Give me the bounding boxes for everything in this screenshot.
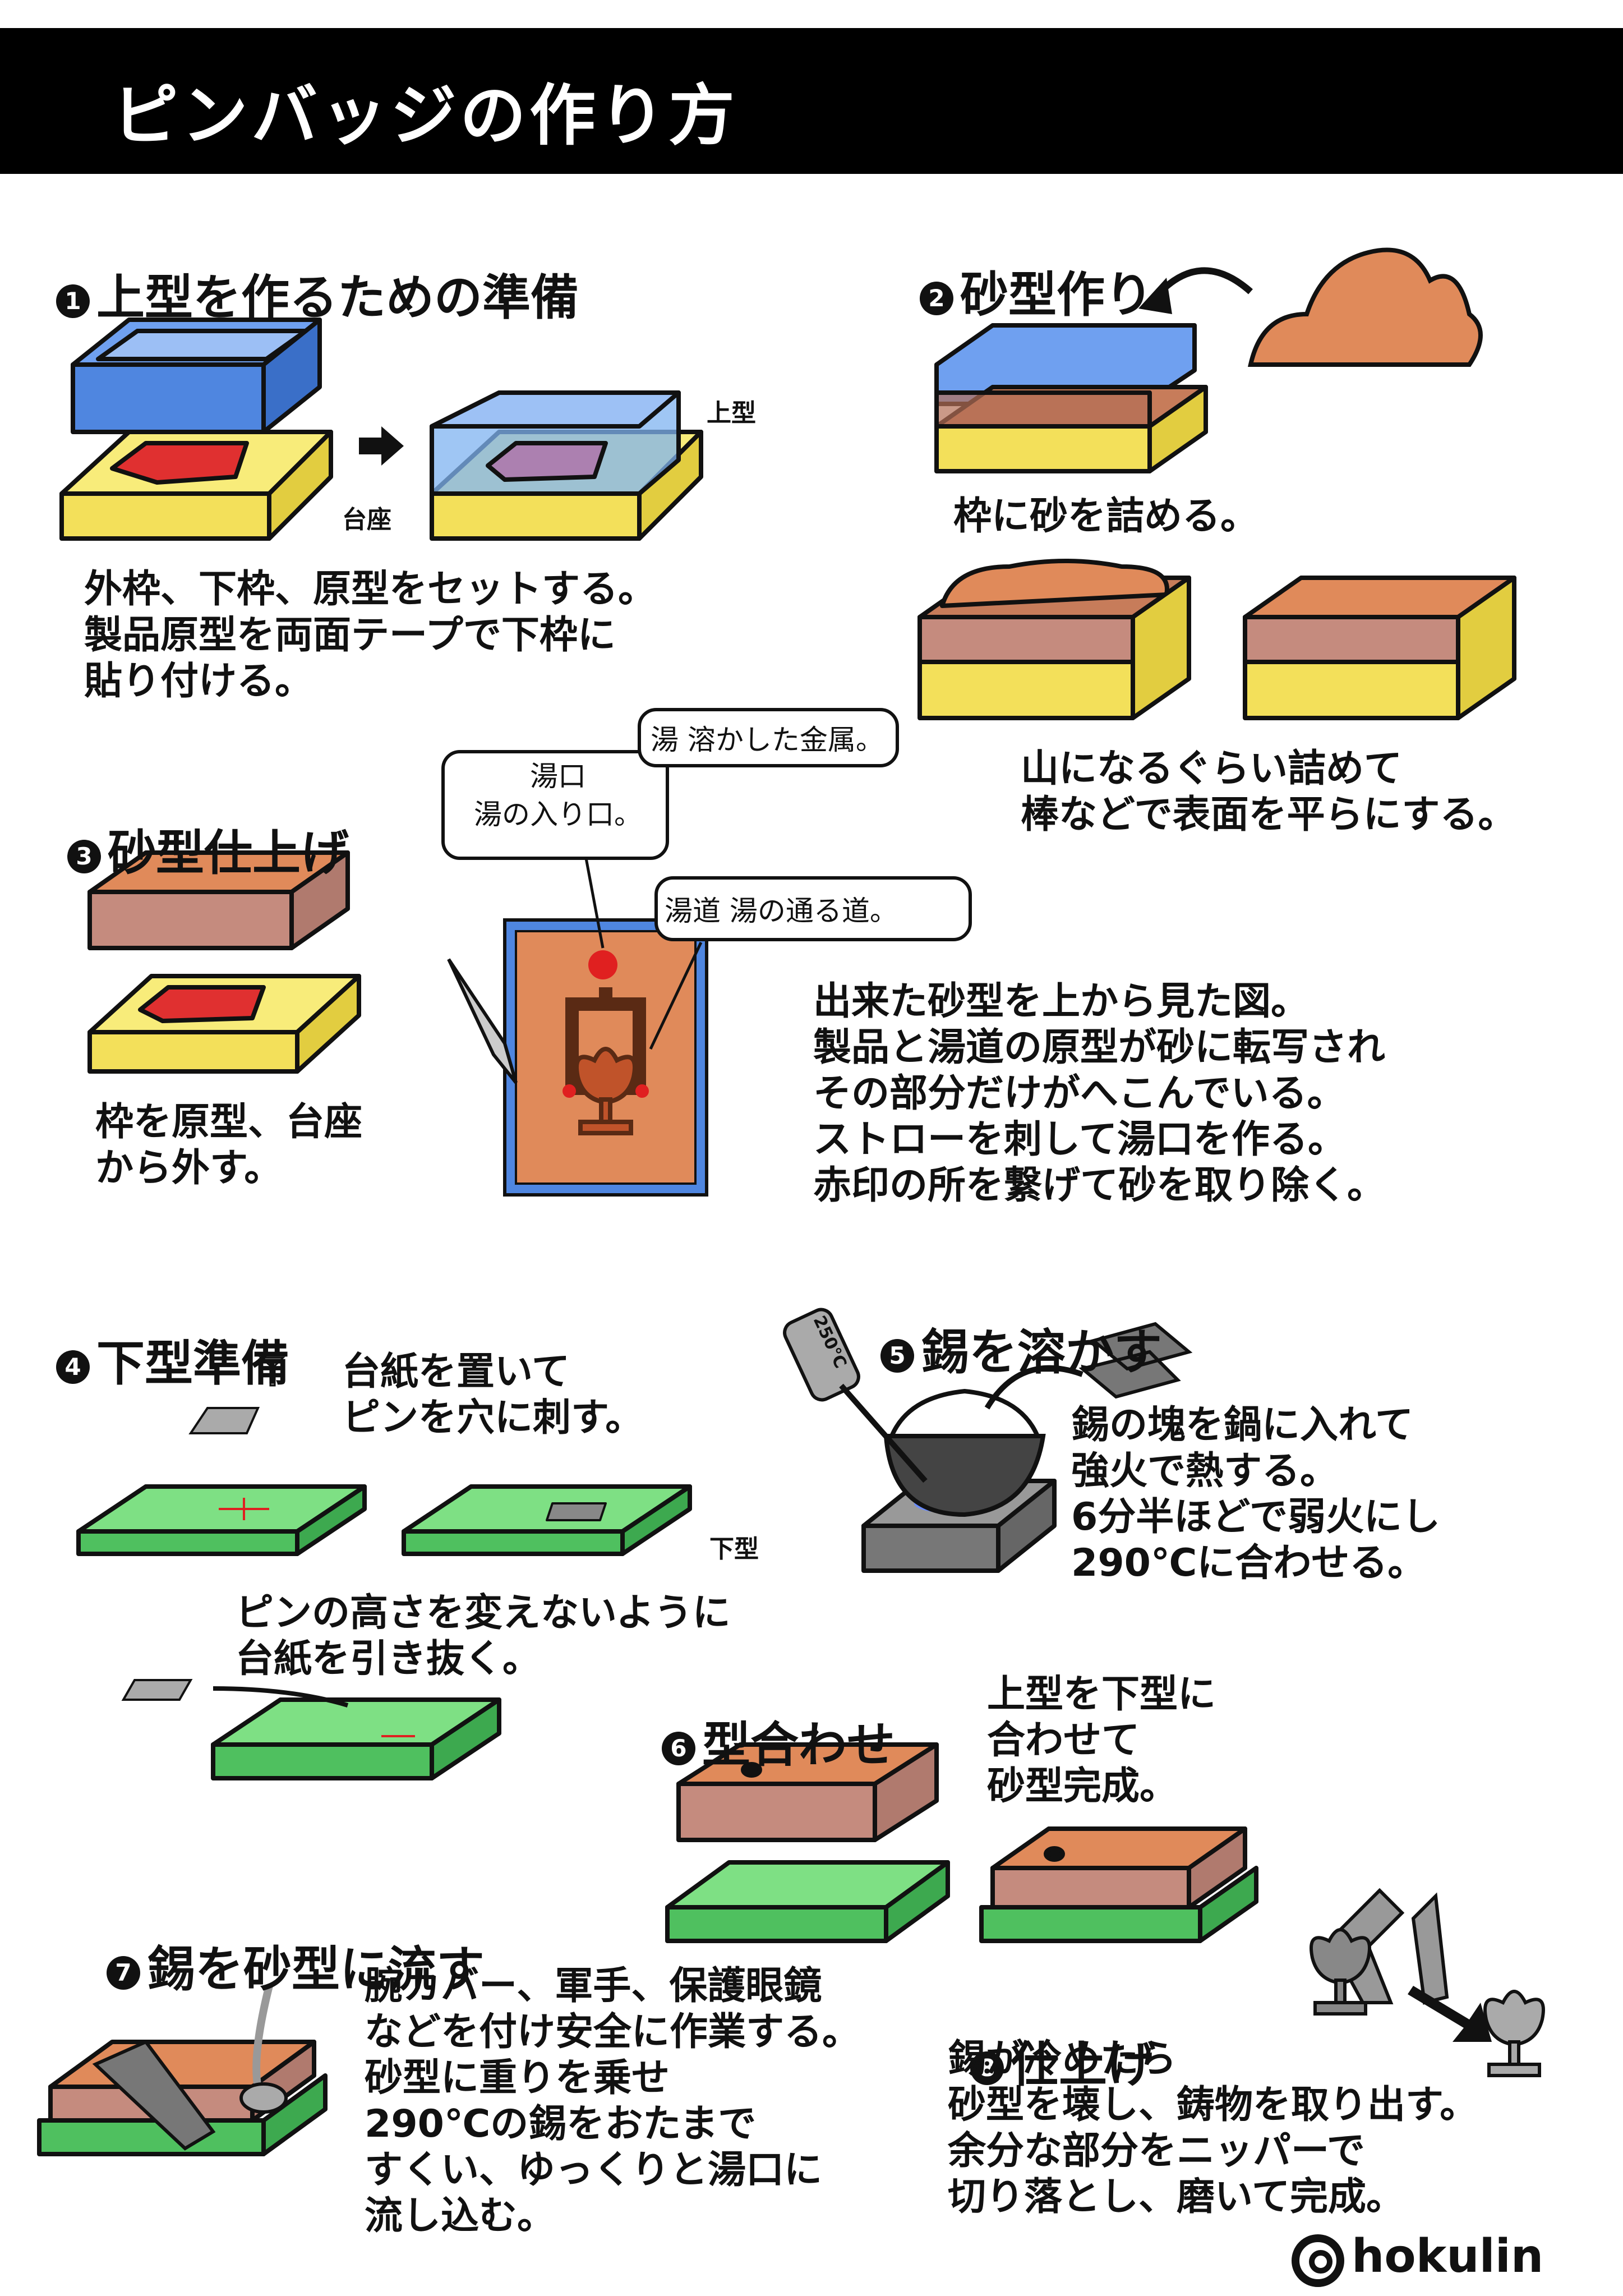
logo-text: hokulin (1352, 2230, 1544, 2283)
step1-arrow (359, 426, 404, 466)
step4-label-bottom: 下型 (709, 1535, 759, 1563)
step2-text2: 山になるぐらい詰めて 棒などで表面を平らにする。 (1021, 747, 1516, 837)
step5-text: 錫の塊を鍋に入れて 強火で熱する。 6分半ほどで弱火にし 290℃に合わせる。 (1071, 1403, 1440, 1585)
bubble-yuguchi: 湯口 湯の入り口。 (474, 760, 642, 831)
step6-text: 上型を下型に 合わせて 砂型完成。 (987, 1672, 1216, 1809)
step3-text2: 出来た砂型を上から見た図。 製品と湯道の原型が砂に転写され その部分だけがへこん… (813, 979, 1386, 1208)
tin-ingots (1078, 1322, 1193, 1399)
page-title: ピンバッジの作り方 (112, 77, 739, 154)
bubble-yuguchi-pointer (584, 858, 605, 949)
bubble-yu: 湯 溶かした金属。 (651, 724, 884, 756)
step1-combined (430, 390, 703, 541)
weight (92, 2040, 216, 2151)
flower-rough (1311, 1930, 1370, 2014)
step1-base-left (59, 430, 333, 541)
step2-title-text: 砂型作り (960, 267, 1153, 323)
step7-number: 7 (107, 1955, 140, 1990)
step1-text: 外枠、下枠、原型をセットする。 製品原型を両面テープで下枠に 貼り付ける。 (84, 567, 657, 703)
header-bar (0, 28, 1623, 174)
step5-title-text: 錫を溶かす (921, 1324, 1162, 1381)
step4-green-left (76, 1484, 367, 1556)
bubble-yuguchi-box (441, 750, 669, 860)
top-view-flower (577, 1049, 635, 1133)
step2-arrow (1152, 267, 1253, 300)
ladle-bowl (239, 2082, 288, 2114)
thermometer-body (783, 1308, 860, 1402)
pot (883, 1434, 1046, 1517)
step1-label-base: 台座 (342, 505, 391, 534)
step6-title-text: 型合わせ (702, 1717, 895, 1773)
step8-number: 8 (970, 2051, 1004, 2085)
step1-blue-frame (71, 318, 322, 434)
step1-label-top: 上型 (707, 399, 756, 427)
red-mark-left (562, 1084, 576, 1098)
bubble-yumichi-pointer (649, 941, 703, 1050)
step3-base (87, 974, 361, 1074)
step1-title-text: 上型を作るための準備 (96, 270, 579, 326)
step2-frame-mounded (917, 559, 1191, 720)
straw (447, 958, 518, 1084)
bubble-yu-box (638, 708, 899, 767)
step7-title-text: 錫を砂型に流す (147, 1941, 485, 1998)
step4-title-text: 下型準備 (96, 1336, 289, 1392)
step3-sand-block (87, 850, 350, 950)
step2-frame-flat (1243, 576, 1516, 720)
step4-green-right (402, 1484, 692, 1556)
bubble-yumichi: 湯道 湯の通る道。 (665, 895, 898, 927)
step3-text1: 枠を原型、台座 から外す。 (95, 1100, 363, 1190)
step4-green-bottom (211, 1697, 501, 1780)
sand-pile (1248, 247, 1483, 367)
step8-arrow (1408, 1986, 1492, 2042)
step4-text2: ピンの高さを変えないように 台紙を引き抜く。 (236, 1591, 731, 1681)
card-pulled (121, 1679, 193, 1701)
bubble-yumichi-box (654, 876, 972, 941)
pot-handle (889, 1388, 1040, 1437)
step8-text: 錫が冷めたら 砂型を壊し、鋳物を取り出す。 余分な部分をニッパーで 切り落とし、… (948, 2037, 1478, 2219)
sprue-marker (588, 950, 617, 979)
logo-mark-inner (1309, 2250, 1332, 2274)
step5-arrow (984, 1365, 1083, 1410)
thermometer-probe (839, 1383, 928, 1483)
step6-number: 6 (662, 1731, 695, 1765)
step2-arrowhead (1138, 278, 1172, 314)
step1-number: 1 (56, 284, 90, 318)
step3-number: 3 (67, 839, 101, 873)
pin-floating (259, 1356, 285, 1387)
step6-upper (676, 1742, 939, 1842)
card-floating (188, 1407, 260, 1434)
red-mark-right (635, 1084, 649, 1098)
step8-title-text: 仕上げ (1011, 2037, 1155, 2093)
step3-title-text: 砂型仕上げ (108, 825, 349, 881)
step5-number: 5 (880, 1338, 914, 1373)
step4-number: 4 (56, 1350, 90, 1384)
step2-frame-main (934, 323, 1208, 473)
step2-text1: 枠に砂を詰める。 (953, 494, 1259, 539)
pull-arrow (213, 1686, 349, 1708)
flower-finished (1485, 1991, 1543, 2076)
step2-number: 2 (920, 281, 953, 315)
step6-assembled (979, 1826, 1258, 1943)
step7-text: 腕カバー、軍手、保護眼鏡 などを付け安全に作業する。 砂型に重りを乗せ 290℃… (365, 1964, 861, 2238)
step6-lower (665, 1860, 950, 1943)
step4-text1: 台紙を置いて ピンを穴に刺す。 (342, 1350, 644, 1440)
logo-mark (1292, 2234, 1344, 2287)
